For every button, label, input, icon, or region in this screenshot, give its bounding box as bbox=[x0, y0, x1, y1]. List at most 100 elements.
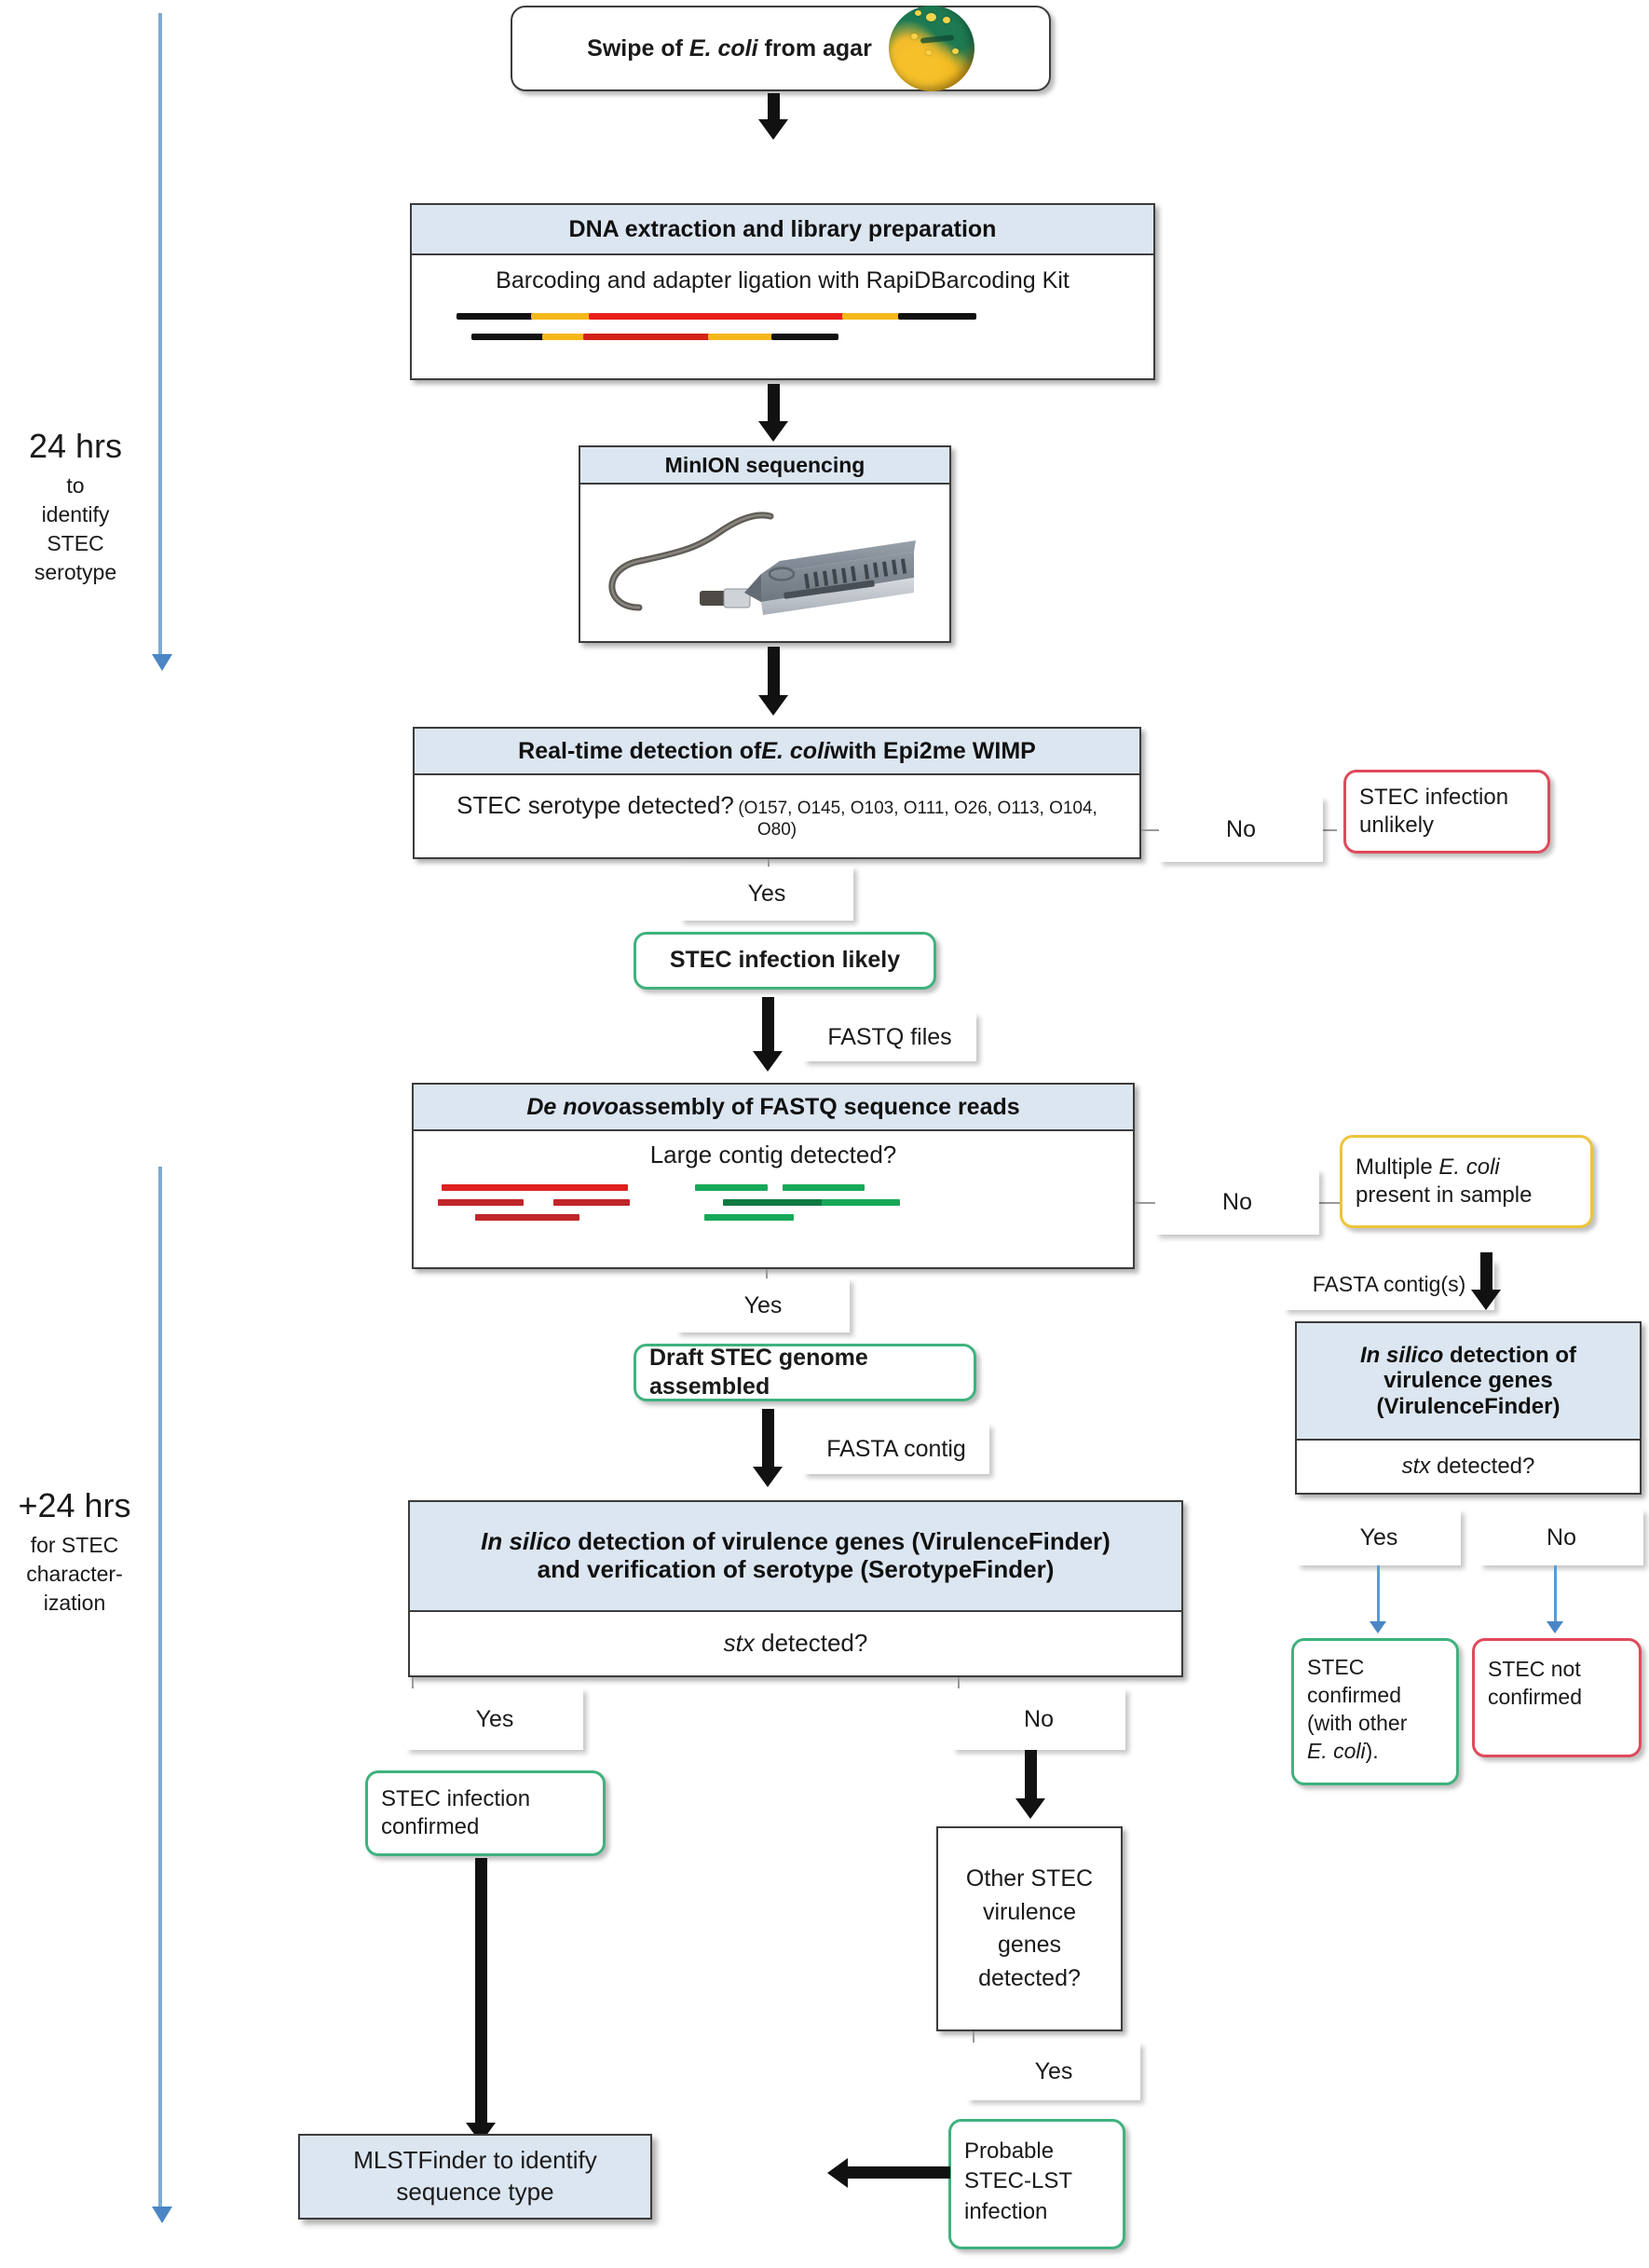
edge-label-no-3: No bbox=[952, 1688, 1125, 1750]
probable-lst-l2: STEC-LST bbox=[964, 2168, 1073, 2194]
timeline-line4-1: serotype bbox=[34, 559, 117, 584]
arrow-dna-to-minion-head bbox=[758, 421, 788, 442]
edge-label-yes-1: Yes bbox=[680, 867, 853, 921]
timeline-arrow-phase-2-line bbox=[158, 1167, 162, 2208]
node-dna-extraction[interactable]: DNA extraction and library preparation B… bbox=[410, 203, 1155, 380]
realtime-header-part-a: Real-time detection of bbox=[518, 737, 762, 764]
swipe-label: Swipe of E. coli from agar bbox=[587, 35, 872, 62]
stec-not-confirmed-l1: STEC not bbox=[1488, 1657, 1581, 1681]
probable-lst-l1: Probable bbox=[964, 2138, 1055, 2164]
arrow-swipe-to-dna-line bbox=[768, 93, 780, 121]
edge-label-no-right: No bbox=[1479, 1510, 1643, 1565]
arrow-no3-to-other-head bbox=[1015, 1798, 1045, 1819]
stec-infection-confirmed-l2: confirmed bbox=[381, 1814, 480, 1839]
node-insilico-right[interactable]: In silico detection of virulence genes (… bbox=[1295, 1321, 1642, 1495]
stec-likely-label: STEC infection likely bbox=[669, 947, 901, 974]
insilico-right-header: In silico detection of virulence genes (… bbox=[1297, 1323, 1640, 1441]
realtime-header: Real-time detection of E. coli with Epi2… bbox=[415, 729, 1139, 775]
node-stec-infection-unlikely[interactable]: STEC infection unlikely bbox=[1343, 770, 1550, 854]
arrow-lst-to-mlst-head bbox=[827, 2158, 848, 2188]
multiple-ecoli-l1a: Multiple bbox=[1356, 1154, 1439, 1180]
timeline-arrow-phase-1-line bbox=[158, 13, 162, 656]
node-probable-stec-lst[interactable]: Probable STEC-LST infection bbox=[948, 2119, 1125, 2249]
denovo-header-italic: De novo bbox=[526, 1093, 619, 1120]
node-stec-not-confirmed[interactable]: STEC not confirmed bbox=[1472, 1638, 1642, 1757]
node-stec-confirmed-with-other[interactable]: STEC confirmed (with other E. coli). bbox=[1291, 1638, 1459, 1785]
stec-confirmed-l2: confirmed bbox=[1307, 1682, 1401, 1707]
timeline-line1-2: for STEC bbox=[30, 1532, 119, 1557]
stec-unlikely-line1: STEC infection bbox=[1359, 785, 1509, 810]
swipe-label-species: E. coli bbox=[688, 34, 758, 61]
arrow-likely-to-denovo-line bbox=[762, 997, 774, 1055]
arrow-yes-right-line bbox=[1377, 1565, 1380, 1623]
stec-confirmed-species: E. coli bbox=[1307, 1738, 1366, 1763]
insilico-main-italic: In silico bbox=[481, 1527, 571, 1556]
mlst-l2: sequence type bbox=[396, 2178, 554, 2206]
node-mlstfinder[interactable]: MLSTFinder to identify sequence type bbox=[298, 2134, 652, 2220]
swipe-label-part-b: from agar bbox=[757, 34, 872, 61]
arrow-yes-right-head bbox=[1370, 1621, 1386, 1633]
stec-confirmed-l1: STEC bbox=[1307, 1655, 1365, 1679]
timeline-duration-1: 24 hrs bbox=[28, 427, 123, 465]
node-stec-infection-confirmed[interactable]: STEC infection confirmed bbox=[365, 1770, 606, 1856]
node-multiple-ecoli[interactable]: Multiple E. coli present in sample bbox=[1340, 1135, 1593, 1228]
arrow-draft-to-insilico-head bbox=[753, 1467, 783, 1487]
timeline-line3-1: STEC bbox=[47, 530, 104, 555]
node-minion-sequencing[interactable]: MinION sequencing bbox=[579, 445, 951, 643]
arrow-swipe-to-dna-head bbox=[758, 119, 788, 140]
arrow-multiple-to-insilico-line bbox=[1480, 1252, 1492, 1293]
stec-infection-confirmed-l1: STEC infection bbox=[381, 1786, 531, 1811]
dna-barcode-icon bbox=[438, 300, 1127, 352]
other-virulence-l1: Other STEC bbox=[965, 1865, 1094, 1892]
petri-dish-icon bbox=[888, 6, 974, 91]
dna-extraction-body-text: Barcoding and adapter ligation with Rapi… bbox=[496, 267, 1070, 294]
insilico-right-question: detected? bbox=[1430, 1453, 1535, 1479]
arrow-likely-to-denovo-head bbox=[753, 1051, 783, 1072]
node-draft-genome-assembled[interactable]: Draft STEC genome assembled bbox=[634, 1344, 976, 1401]
node-stec-infection-likely[interactable]: STEC infection likely bbox=[634, 932, 936, 990]
arrow-dna-to-minion-line bbox=[768, 384, 780, 425]
edge-label-fasta-contigs: FASTA contig(s) bbox=[1284, 1260, 1494, 1310]
realtime-question: STEC serotype detected? bbox=[457, 791, 734, 819]
node-denovo-assembly[interactable]: De novo assembly of FASTQ sequence reads… bbox=[412, 1083, 1135, 1269]
timeline-label-phase-1: 24 hrs to identify STEC serotype bbox=[6, 424, 145, 587]
insilico-main-header: In silico detection of virulence genes (… bbox=[410, 1502, 1181, 1612]
timeline-line1-1: to bbox=[66, 472, 85, 498]
node-realtime-detection[interactable]: Real-time detection of E. coli with Epi2… bbox=[413, 727, 1141, 859]
realtime-body: STEC serotype detected? (O157, O145, O10… bbox=[415, 775, 1139, 857]
arrow-no-right-line bbox=[1554, 1565, 1557, 1623]
arrow-draft-to-insilico-line bbox=[762, 1409, 774, 1470]
arrow-no3-to-other-line bbox=[1025, 1750, 1037, 1802]
insilico-right-l1: detection of bbox=[1443, 1342, 1577, 1368]
timeline-duration-2: +24 hrs bbox=[18, 1486, 131, 1524]
stec-confirmed-l4b: ). bbox=[1365, 1738, 1379, 1763]
timeline-line3-2: ization bbox=[43, 1590, 106, 1615]
denovo-header: De novo assembly of FASTQ sequence reads bbox=[414, 1085, 1133, 1131]
stec-confirmed-l3: (with other bbox=[1307, 1710, 1408, 1735]
node-swipe-of-ecoli[interactable]: Swipe of E. coli from agar bbox=[511, 6, 1051, 91]
minion-header: MinION sequencing bbox=[580, 447, 949, 485]
insilico-right-l2: virulence genes bbox=[1383, 1368, 1553, 1394]
contig-reads-icon bbox=[438, 1175, 1109, 1233]
edge-label-no-1: No bbox=[1159, 797, 1323, 862]
multiple-ecoli-species: E. coli bbox=[1438, 1154, 1500, 1180]
node-insilico-main[interactable]: In silico detection of virulence genes (… bbox=[408, 1500, 1183, 1677]
realtime-header-part-b: with Epi2me WIMP bbox=[829, 737, 1036, 764]
edge-label-yes-3: Yes bbox=[406, 1688, 583, 1750]
timeline-label-phase-2: +24 hrs for STEC character- ization bbox=[0, 1483, 149, 1618]
edge-label-yes-2: Yes bbox=[676, 1278, 850, 1332]
edge-label-yes-right: Yes bbox=[1297, 1510, 1461, 1565]
minion-sequencer-icon bbox=[608, 512, 916, 615]
insilico-right-body: stx detected? bbox=[1297, 1441, 1640, 1493]
mlst-l1: MLSTFinder to identify bbox=[353, 2146, 597, 2175]
arrow-confirmed-to-mlst-line bbox=[475, 1858, 487, 2126]
timeline-arrow-phase-1-head bbox=[152, 654, 172, 671]
insilico-right-italic: In silico bbox=[1359, 1342, 1444, 1368]
timeline-line2-1: identify bbox=[41, 501, 110, 526]
arrow-lst-to-mlst-line bbox=[848, 2166, 950, 2179]
insilico-main-l1: detection of virulence genes (VirulenceF… bbox=[570, 1527, 1111, 1556]
insilico-main-body: stx detected? bbox=[410, 1612, 1181, 1675]
node-other-stec-virulence-genes[interactable]: Other STEC virulence genes detected? bbox=[936, 1826, 1123, 2031]
insilico-main-l2: and verification of serotype (SerotypeFi… bbox=[537, 1555, 1055, 1583]
arrow-no-right-head bbox=[1547, 1621, 1563, 1633]
